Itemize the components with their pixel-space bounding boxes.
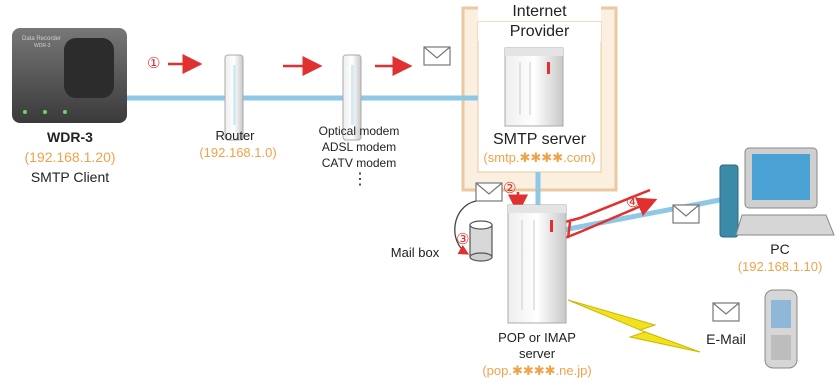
modem-line-1: Optical modem [318, 124, 400, 138]
modem-line-2: ADSL modem [321, 140, 397, 154]
mailbox-icon [469, 220, 493, 262]
pc-ip: (192.168.1.10) [737, 259, 823, 274]
step-2: ② [503, 179, 516, 197]
device-ip: (192.168.1.20) [24, 149, 116, 165]
faceplate-brand: Data Recorder [22, 36, 61, 42]
lightning-icon [567, 299, 701, 353]
pop-label-line2: server [518, 346, 556, 361]
provider-title-line2: Provider [478, 22, 601, 41]
pop-host: (pop.✱✱✱✱.ne.jp) [482, 363, 592, 378]
smtp-server-icon [504, 47, 564, 127]
modem-line-3: CATV modem [321, 156, 397, 170]
pc-label: PC [770, 241, 790, 257]
pc-icon [719, 147, 835, 238]
faceplate-model: WDR-3 [34, 43, 51, 49]
device-role: SMTP Client [30, 169, 110, 185]
mobile-label: E-Mail [706, 331, 746, 347]
mailbox-label: Mail box [390, 245, 440, 260]
modem-icon [342, 54, 362, 141]
pop-server-icon [507, 204, 567, 324]
mailbox-loop-arrow [454, 200, 477, 255]
step-4: ④ [626, 193, 639, 211]
step-1: ① [147, 54, 160, 72]
step-3: ③ [456, 230, 469, 248]
pop-label-line1: POP or IMAP [498, 330, 576, 345]
router-icon [224, 54, 244, 141]
wdr3-device-icon [12, 28, 127, 123]
router-label: Router [215, 128, 255, 143]
router-ip: (192.168.1.0) [199, 145, 277, 160]
mobile-phone-icon [764, 289, 798, 369]
provider-title-line1: Internet [478, 2, 601, 21]
smtp-host: (smtp.✱✱✱✱.com) [483, 150, 596, 165]
flow-arrows [168, 54, 658, 240]
envelope-icons [423, 46, 740, 322]
modem-more-ellipsis: ⋮ [352, 171, 368, 188]
device-name: WDR-3 [47, 129, 93, 145]
smtp-server-label: SMTP server [492, 131, 587, 148]
